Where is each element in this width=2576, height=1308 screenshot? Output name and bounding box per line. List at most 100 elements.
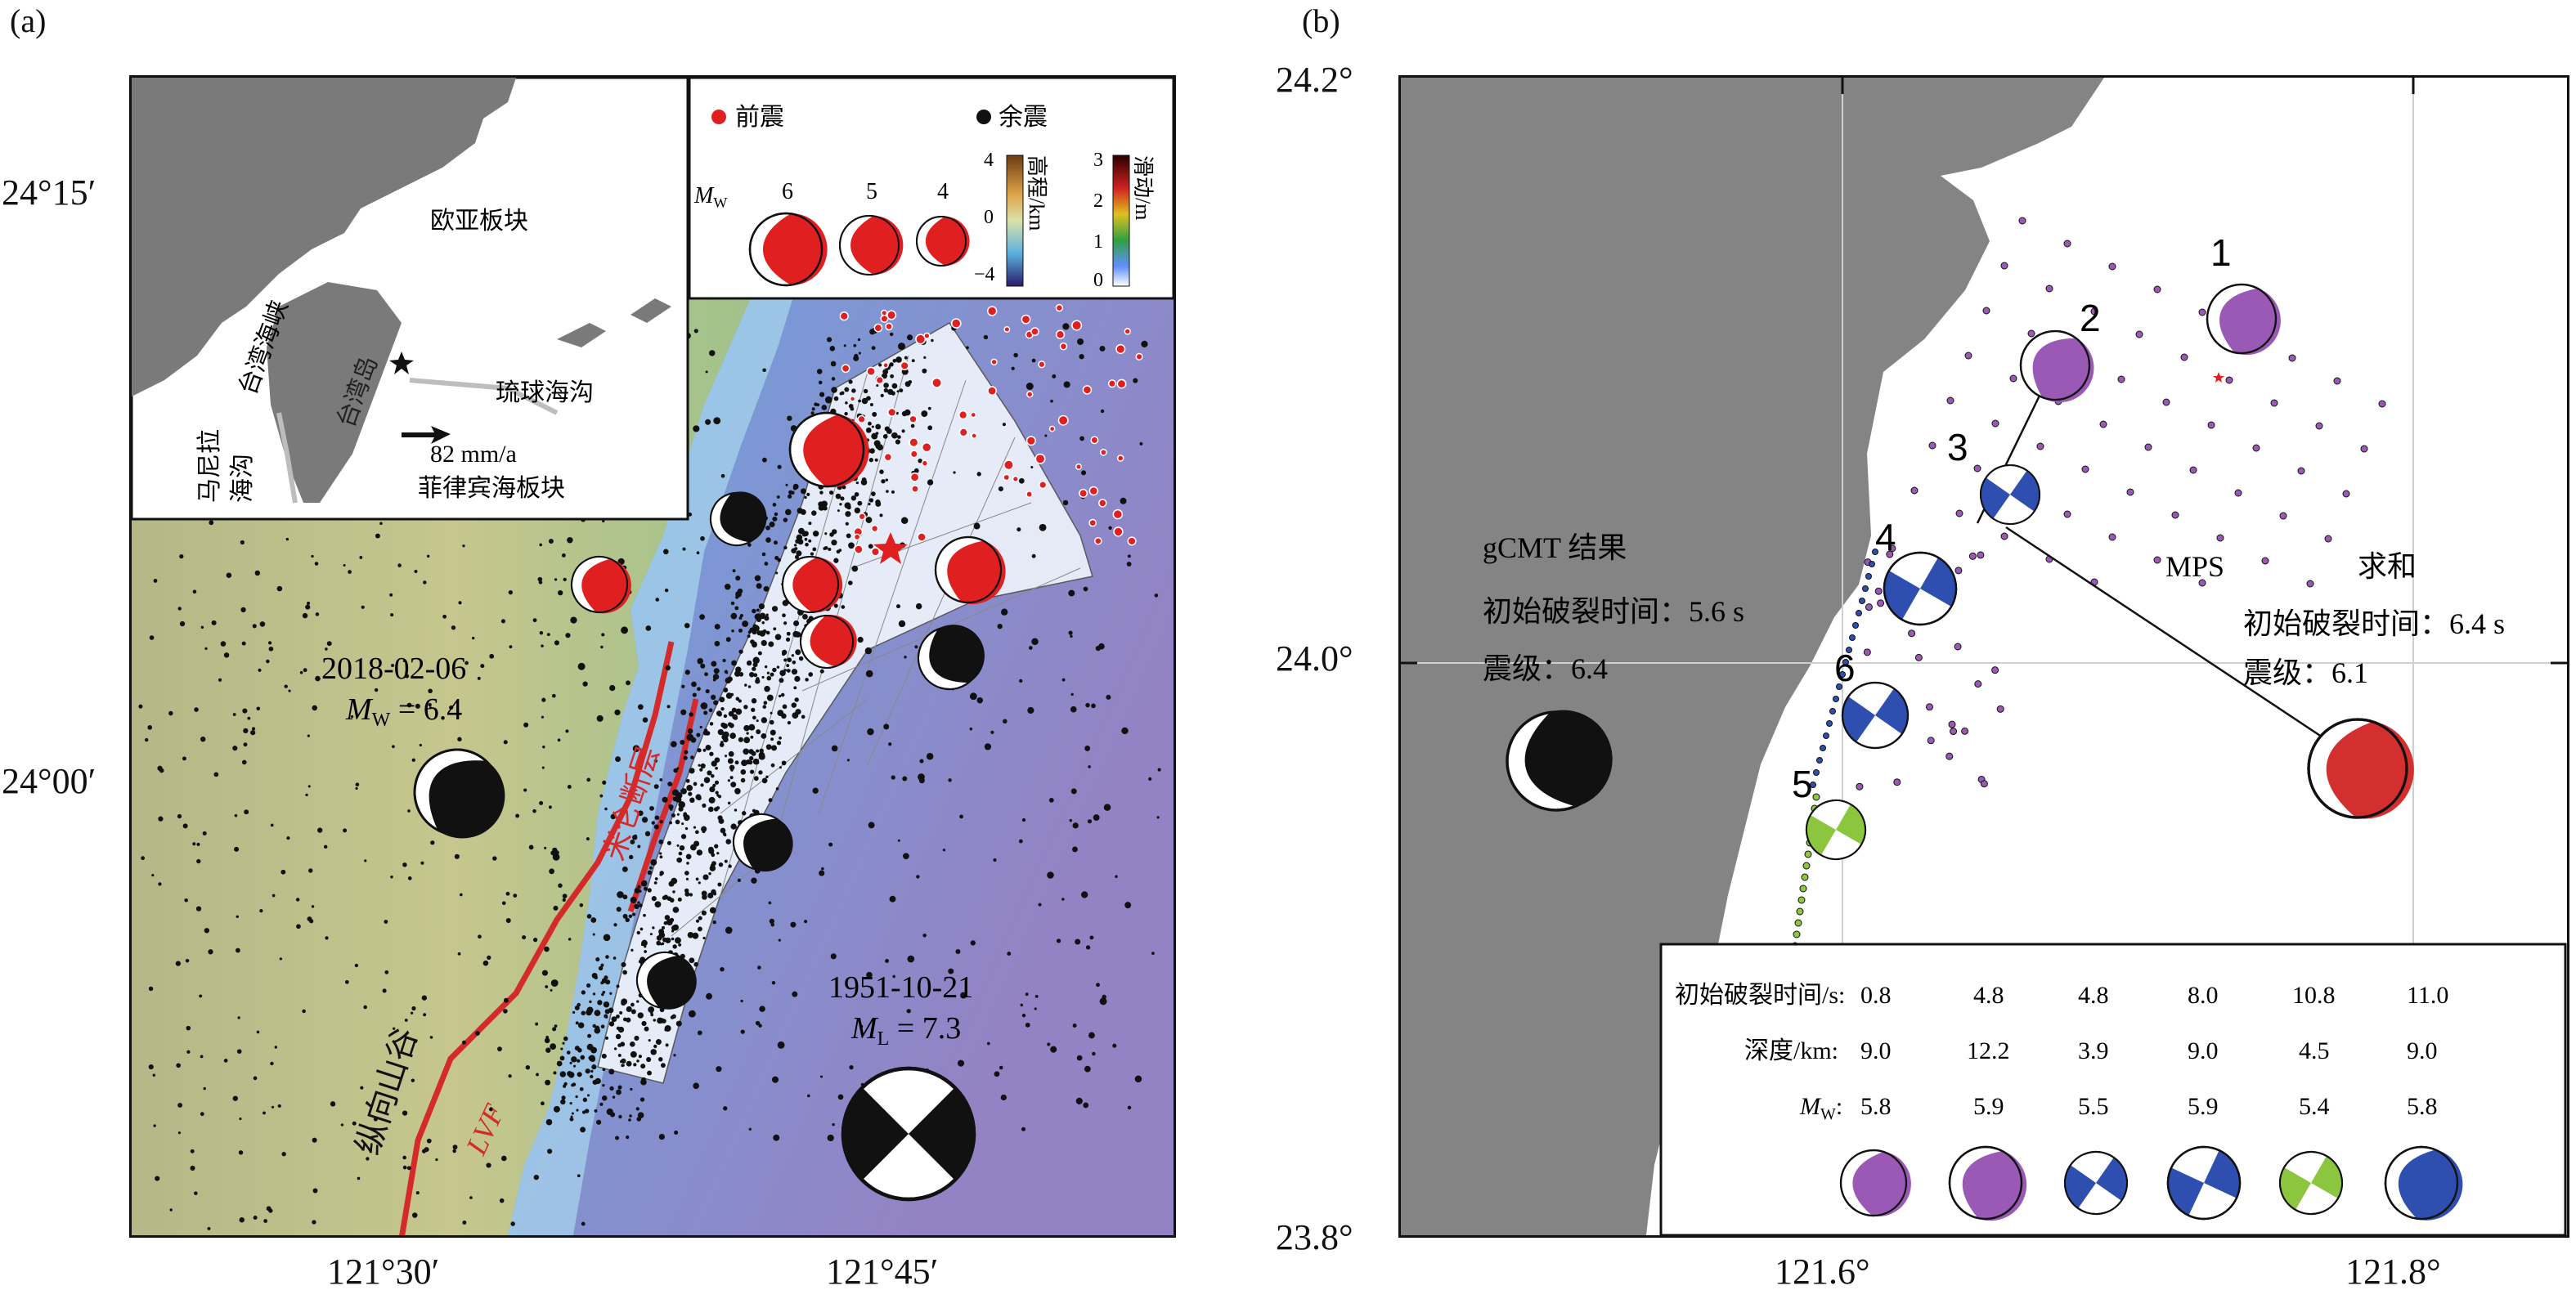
aftershock-dot [714, 640, 720, 647]
aftershock-dot [330, 1101, 336, 1107]
foreshock-dot [870, 524, 879, 533]
grid-point-blue [1869, 561, 1875, 567]
aftershock-dot [1096, 983, 1100, 988]
aftershock-dot [1056, 938, 1061, 943]
grid-point [1954, 643, 1962, 651]
aftershock-dot [781, 760, 787, 766]
aftershock-dot [770, 711, 773, 714]
aftershock-dot [641, 939, 648, 947]
aftershock-dot [296, 924, 301, 929]
aftershock-dot [848, 404, 854, 409]
depth-4: 9.0 [2188, 1037, 2219, 1064]
aftershock-dot [1151, 952, 1155, 955]
aftershock-dot [192, 589, 197, 594]
aftershock-dot [896, 390, 900, 393]
aftershock-dot [582, 1097, 587, 1103]
aftershock-dot [382, 988, 387, 993]
aftershock-dot [538, 580, 543, 585]
aftershock-dot [277, 1104, 281, 1109]
aftershock-dot [271, 1105, 275, 1109]
aftershock-dot [871, 491, 876, 496]
aftershock-dot [866, 971, 873, 979]
aftershock-dot [1148, 777, 1152, 782]
aftershock-dot [664, 588, 669, 593]
aftershock-dot [602, 780, 607, 785]
aftershock-dot [828, 842, 833, 847]
aftershock-dot [756, 617, 761, 622]
grid-point [1863, 648, 1871, 656]
aftershock-dot [1127, 554, 1131, 558]
grid-point [2315, 422, 2323, 430]
grid-point [2198, 308, 2206, 316]
aftershock-dot [375, 533, 380, 539]
aftershock-dot [730, 782, 737, 788]
grid-point [1955, 509, 1963, 517]
aftershock-dot [1070, 788, 1077, 795]
aftershock-dot [411, 1006, 416, 1011]
aftershock-dot [1157, 768, 1161, 772]
aftershock-dot [876, 384, 879, 387]
foreshock-dot [1127, 536, 1137, 546]
aftershock-dot [698, 916, 702, 921]
aftershock-dot [689, 844, 697, 851]
aftershock-dot [286, 836, 290, 840]
aftershock-dot [725, 926, 733, 934]
aftershock-dot [541, 644, 544, 647]
aftershock-dot [704, 672, 708, 677]
inset-ryukyu-label: 琉球海沟 [496, 379, 594, 406]
aftershock-dot [411, 1212, 418, 1218]
aftershock-dot [1013, 352, 1018, 358]
aftershock-dot [629, 1114, 632, 1118]
aftershock-dot [253, 1216, 258, 1220]
aftershock-dot [503, 1009, 508, 1014]
aftershock-dot [190, 1149, 195, 1153]
foreshock-dot [909, 437, 919, 448]
grid-point-blue [1859, 598, 1865, 604]
aftershock-dot [753, 673, 758, 678]
aftershock-dot [1126, 562, 1132, 567]
aftershock-dot [715, 791, 719, 795]
aftershock-dot [402, 659, 406, 663]
aftershock-dot [794, 555, 799, 560]
aftershock-dot [563, 1082, 568, 1086]
aftershock-dot [729, 764, 735, 771]
aftershock-dot [728, 864, 732, 868]
aftershock-dot [256, 1030, 260, 1034]
aftershock-dot [671, 741, 677, 748]
aftershock-dot [510, 1221, 515, 1226]
table-ball-1 [1839, 1149, 1911, 1217]
aftershock-dot [650, 858, 657, 866]
aftershock-dot [768, 641, 774, 647]
legend-ball-mw4 [916, 216, 970, 267]
foreshock-dot [1071, 320, 1083, 331]
aftershock-dot [1133, 378, 1138, 383]
aftershock-dot [735, 666, 742, 673]
aftershock-dot [845, 522, 849, 526]
aftershock-dot [223, 652, 230, 658]
grid-point-blue [1849, 634, 1856, 641]
aftershock-dot [1052, 374, 1057, 379]
aftershock-dot [688, 791, 693, 796]
aftershock-dot [792, 630, 800, 638]
aftershock-dot [786, 664, 790, 668]
foreshock-dot [917, 532, 927, 542]
foreshock-dot [1025, 436, 1036, 446]
aftershock-dot [742, 620, 749, 628]
aftershock-dot [584, 1109, 590, 1113]
aftershock-dot [204, 647, 208, 650]
aftershock-dot [698, 926, 702, 932]
legend-ball-mw5 [839, 215, 904, 275]
grid-point-blue [1813, 769, 1820, 776]
aftershock-dot [808, 672, 814, 677]
aftershock-mechanism [636, 952, 697, 1010]
aftershock-dot [695, 794, 702, 800]
aftershock-dot [902, 776, 908, 782]
aftershock-dot [772, 503, 777, 507]
aftershock-dot [457, 737, 462, 741]
aftershock-dot [477, 676, 481, 680]
foreshock-dot [1098, 499, 1107, 508]
aftershock-dot [805, 542, 809, 547]
aftershock-dot [580, 1127, 586, 1133]
aftershock-dot [1120, 497, 1127, 504]
aftershock-mechanism [917, 625, 985, 691]
